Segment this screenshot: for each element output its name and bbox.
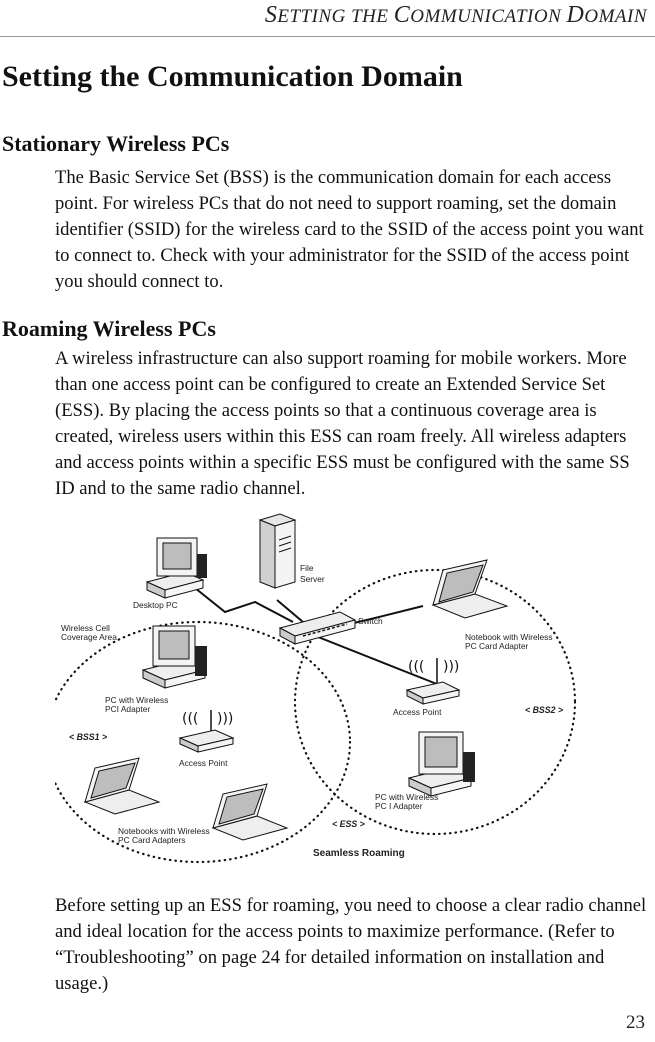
- header-rule: [0, 36, 655, 37]
- section-text-roaming: A wireless infrastructure can also suppo…: [55, 348, 630, 499]
- page-title: Setting the Communication Domain: [2, 60, 463, 93]
- notebook-icon-bottom-left-2: [211, 783, 289, 841]
- ess-label: < ESS >: [332, 819, 365, 829]
- svg-text:))): ))): [217, 711, 233, 727]
- wireless-cell-label-1: Wireless Cell: [61, 623, 110, 633]
- notebook-wireless-label-2: PC Card Adapter: [465, 641, 529, 651]
- section-heading-roaming: Roaming Wireless PCs: [2, 316, 216, 341]
- desktop-pc-label: Desktop PC: [133, 600, 178, 610]
- svg-text:(((: (((: [182, 711, 198, 727]
- switch-icon: [278, 611, 357, 645]
- desktop-pc-icon: [145, 537, 207, 599]
- pc-pci-icon: [141, 625, 207, 689]
- pc-pci-label-1: PC with Wireless: [105, 695, 168, 705]
- notebooks-label-2: PC Card Adapters: [118, 835, 186, 845]
- bss2-coverage-circle: [293, 568, 577, 836]
- network-cables: [194, 587, 448, 689]
- running-header: SETTING THE COMMUNICATION DOMAIN: [264, 2, 647, 28]
- seamless-roaming-label: Seamless Roaming: [313, 848, 405, 859]
- notebook-wireless-label-1: Notebook with Wireless: [465, 632, 553, 642]
- switch-label: Switch: [358, 616, 383, 626]
- access-point-icon-right: ((( ))): [405, 658, 461, 705]
- closing-paragraph: Before setting up an ESS for roaming, yo…: [55, 895, 647, 994]
- pc-right-label-1: PC with Wireless: [375, 792, 438, 802]
- notebook-icon-bottom-left-1: [83, 757, 161, 815]
- notebooks-label-1: Notebooks with Wireless: [118, 826, 210, 836]
- pc-pci-label-2: PCI Adapter: [105, 704, 150, 714]
- svg-text:))): ))): [443, 659, 459, 675]
- access-point-icon-left: ((( ))): [178, 710, 235, 753]
- file-server-label-2: Server: [300, 574, 325, 584]
- bss1-coverage-circle: [55, 620, 352, 864]
- page-number: 23: [626, 1012, 645, 1033]
- section-text-stationary: The Basic Service Set (BSS) is the commu…: [55, 167, 644, 292]
- section-heading-stationary: Stationary Wireless PCs: [2, 131, 230, 156]
- wireless-cell-label-2: Coverage Area: [61, 632, 117, 642]
- svg-text:(((: (((: [408, 659, 424, 675]
- bss1-label: < BSS1 >: [69, 732, 107, 742]
- file-server-icon: [258, 513, 297, 589]
- pc-right-icon: [407, 731, 475, 797]
- notebook-icon-top-right: [431, 559, 509, 619]
- access-point-right-label: Access Point: [393, 707, 442, 717]
- file-server-label-1: File: [300, 563, 314, 573]
- bss2-label: < BSS2 >: [525, 705, 563, 715]
- pc-right-label-2: PC I Adapter: [375, 801, 423, 811]
- roaming-network-diagram: File Server Desktop PC Switch Wireless C…: [55, 510, 585, 870]
- access-point-left-label: Access Point: [179, 758, 228, 768]
